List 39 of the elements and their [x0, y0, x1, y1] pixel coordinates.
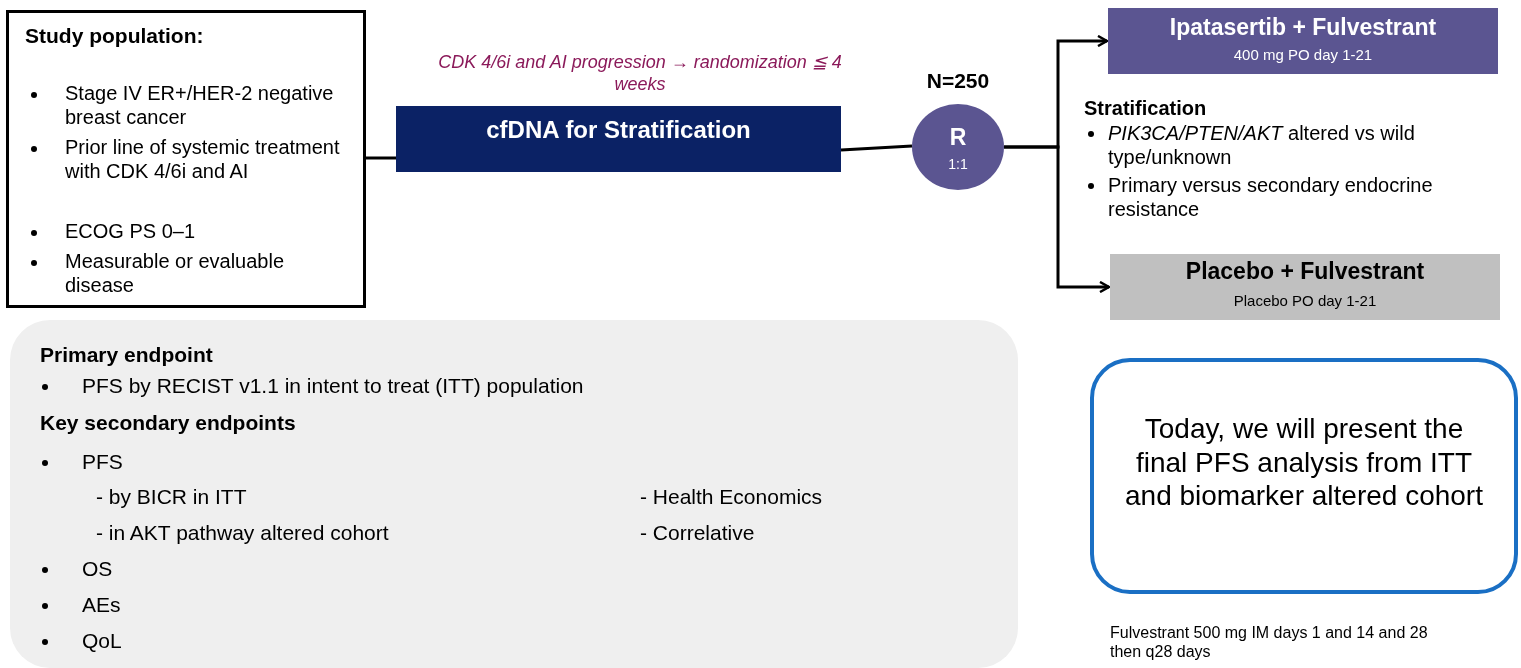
population-box: [6, 10, 366, 308]
control-arm-box: [1110, 254, 1500, 320]
sub-endpoint: - in AKT pathway altered cohort: [96, 520, 390, 546]
connector-line: [840, 144, 913, 152]
arm-title: Placebo + Fulvestrant: [1184, 258, 1426, 286]
callout-text: Today, we will present the final PFS analysis from ITT and biomarker altered cohort: [1124, 412, 1484, 513]
footnote: Fulvestrant 500 mg IM days 1 and 14 and 28 then q28 days: [1110, 623, 1429, 662]
stratification-item: Primary versus secondary endocrine resistance: [1108, 173, 1434, 221]
stratification-item: PIK3CA/PTEN/AKT altered vs wild type/unknown: [1108, 121, 1416, 169]
box-title: cfDNA for Stratification: [485, 116, 752, 145]
criteria-item: Measurable or evaluable disease: [65, 249, 286, 297]
timing-note: CDK 4/6i and AI progression → randomization ≦ 4 weeks: [437, 52, 843, 96]
ratio-text: 1:1: [947, 156, 969, 173]
endpoint-item: PFS by RECIST v1.1 in intent to treat (ITT) population: [82, 373, 585, 399]
criteria-item: Prior line of systemic treatment with CDK 4/6i and AI: [65, 135, 341, 183]
box-heading: Study population:: [25, 23, 205, 49]
circle-letter: R: [948, 124, 968, 152]
connector-line: [366, 156, 396, 160]
arrow: [1004, 145, 1111, 294]
endpoint-item: AEs: [82, 592, 122, 618]
treatment-arm-box: [1108, 8, 1498, 74]
endpoints-panel: [10, 320, 1018, 668]
sample-size: N=250: [925, 68, 991, 94]
criteria-item: Stage IV ER+/HER-2 negative breast cancer: [65, 81, 335, 129]
sub-endpoint: - Correlative: [640, 520, 756, 546]
dose-text: 400 mg PO day 1-21: [1232, 46, 1374, 64]
section-heading: Stratification: [1084, 96, 1208, 120]
criteria-item: ECOG PS 0–1: [65, 219, 197, 243]
sub-endpoint: - Health Economics: [640, 484, 824, 510]
process-box: [396, 106, 841, 172]
endpoint-item: OS: [82, 556, 114, 582]
section-heading: Primary endpoint: [40, 342, 214, 368]
endpoint-item: PFS: [82, 449, 124, 475]
dose-text: Placebo PO day 1-21: [1232, 292, 1378, 310]
section-heading: Key secondary endpoints: [40, 410, 297, 436]
arm-title: Ipatasertib + Fulvestrant: [1168, 14, 1438, 42]
endpoint-item: QoL: [82, 628, 123, 654]
callout-box: [1090, 358, 1518, 594]
sub-endpoint: - by BICR in ITT: [96, 484, 248, 510]
